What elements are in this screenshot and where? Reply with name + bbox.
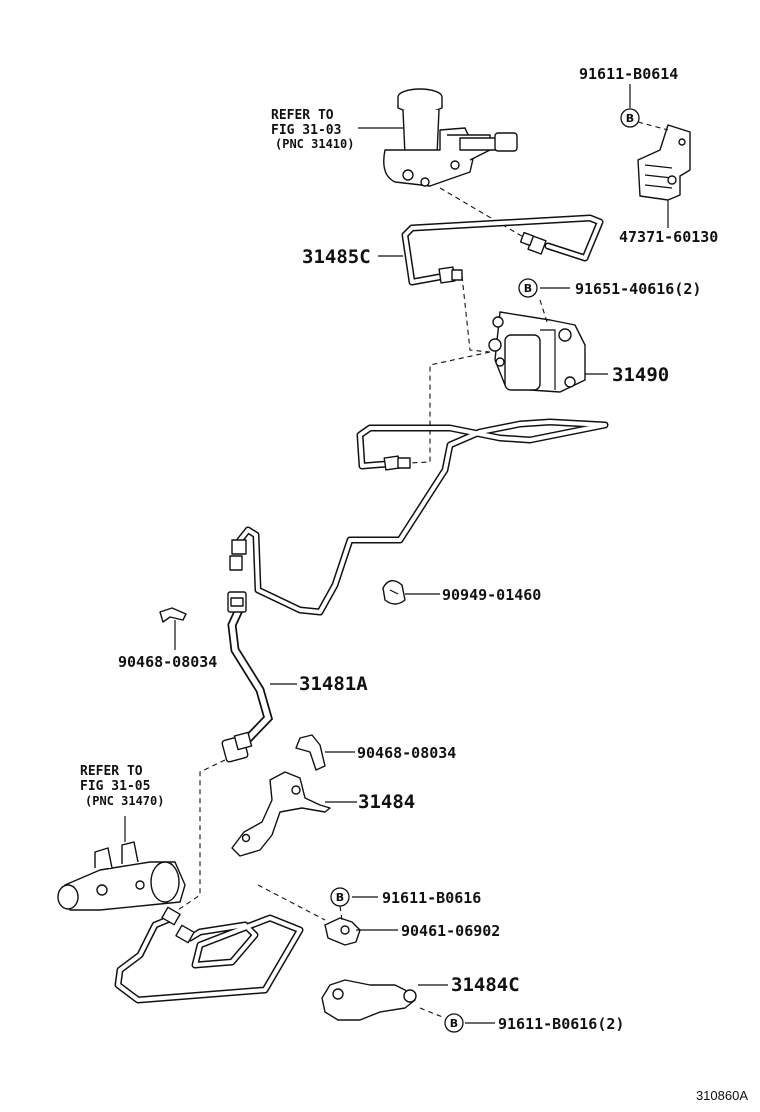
svg-text:B: B bbox=[626, 112, 634, 125]
refer-top-line2: FIG 31-03 bbox=[271, 123, 341, 138]
label-90468-08034-right: 90468-08034 bbox=[357, 744, 456, 762]
dash-91611-b0616 bbox=[339, 905, 343, 921]
master-cylinder bbox=[383, 88, 518, 187]
clip-90949-01460 bbox=[382, 580, 406, 605]
figure-code: 310860A bbox=[696, 1088, 748, 1103]
dash-91611-b0614 bbox=[637, 121, 669, 131]
clutch-pipe-lower bbox=[114, 906, 304, 1004]
bolt-badge-1: B bbox=[620, 108, 640, 128]
label-90461-06902: 90461-06902 bbox=[401, 922, 500, 940]
svg-text:B: B bbox=[336, 891, 344, 904]
label-91611-b0616: 91611-B0616 bbox=[382, 889, 481, 907]
bracket-31484 bbox=[231, 771, 331, 857]
clip-90468-08034-right bbox=[295, 734, 326, 771]
dash-pipe-to-31490 bbox=[461, 275, 491, 353]
label-31490: 31490 bbox=[612, 364, 669, 386]
clip-90468-08034-left bbox=[159, 607, 187, 623]
svg-text:B: B bbox=[524, 282, 532, 295]
label-91651-40616: 91651-40616(2) bbox=[575, 280, 701, 298]
refer-bottom-line3: (PNC 31470) bbox=[85, 794, 164, 808]
label-31484: 31484 bbox=[358, 791, 415, 813]
flexible-hose-31481a bbox=[221, 591, 274, 763]
label-31481a: 31481A bbox=[299, 673, 368, 695]
dash-91611-b0616-2 bbox=[419, 1007, 446, 1019]
union-31490 bbox=[488, 311, 586, 393]
label-31485c: 31485C bbox=[302, 246, 371, 268]
label-91611-b0616-2: 91611-B0616(2) bbox=[498, 1015, 624, 1033]
label-90949-01460: 90949-01460 bbox=[442, 586, 541, 604]
refer-top-line3: (PNC 31410) bbox=[275, 137, 354, 151]
bracket-47371-60130 bbox=[637, 124, 691, 201]
refer-bottom-line1: REFER TO bbox=[80, 764, 143, 779]
dash-91651 bbox=[539, 299, 549, 326]
label-90468-08034-left: 90468-08034 bbox=[118, 653, 217, 671]
dash-31490-to-pipe bbox=[407, 351, 491, 464]
dash-mc-to-pipe bbox=[439, 187, 526, 239]
label-91611-b0614: 91611-B0614 bbox=[579, 65, 678, 83]
bolt-badge-2: B bbox=[518, 278, 538, 298]
dash-pipe-to-clamp bbox=[257, 884, 326, 921]
bolt-badge-3: B bbox=[330, 887, 350, 907]
label-31484c: 31484C bbox=[451, 974, 520, 996]
release-cylinder bbox=[57, 841, 186, 911]
dash-hose-to-release bbox=[174, 759, 226, 913]
bolt-badge-4: B bbox=[444, 1013, 464, 1033]
pipe-31485c bbox=[401, 214, 604, 286]
bracket-31484c bbox=[321, 979, 417, 1021]
svg-text:B: B bbox=[450, 1017, 458, 1030]
clamp-90461-06902 bbox=[324, 917, 361, 946]
clutch-pipe-long bbox=[229, 418, 609, 616]
refer-top-line1: REFER TO bbox=[271, 108, 334, 123]
refer-bottom-line2: FIG 31-05 bbox=[80, 779, 150, 794]
label-47371-60130: 47371-60130 bbox=[619, 228, 718, 246]
